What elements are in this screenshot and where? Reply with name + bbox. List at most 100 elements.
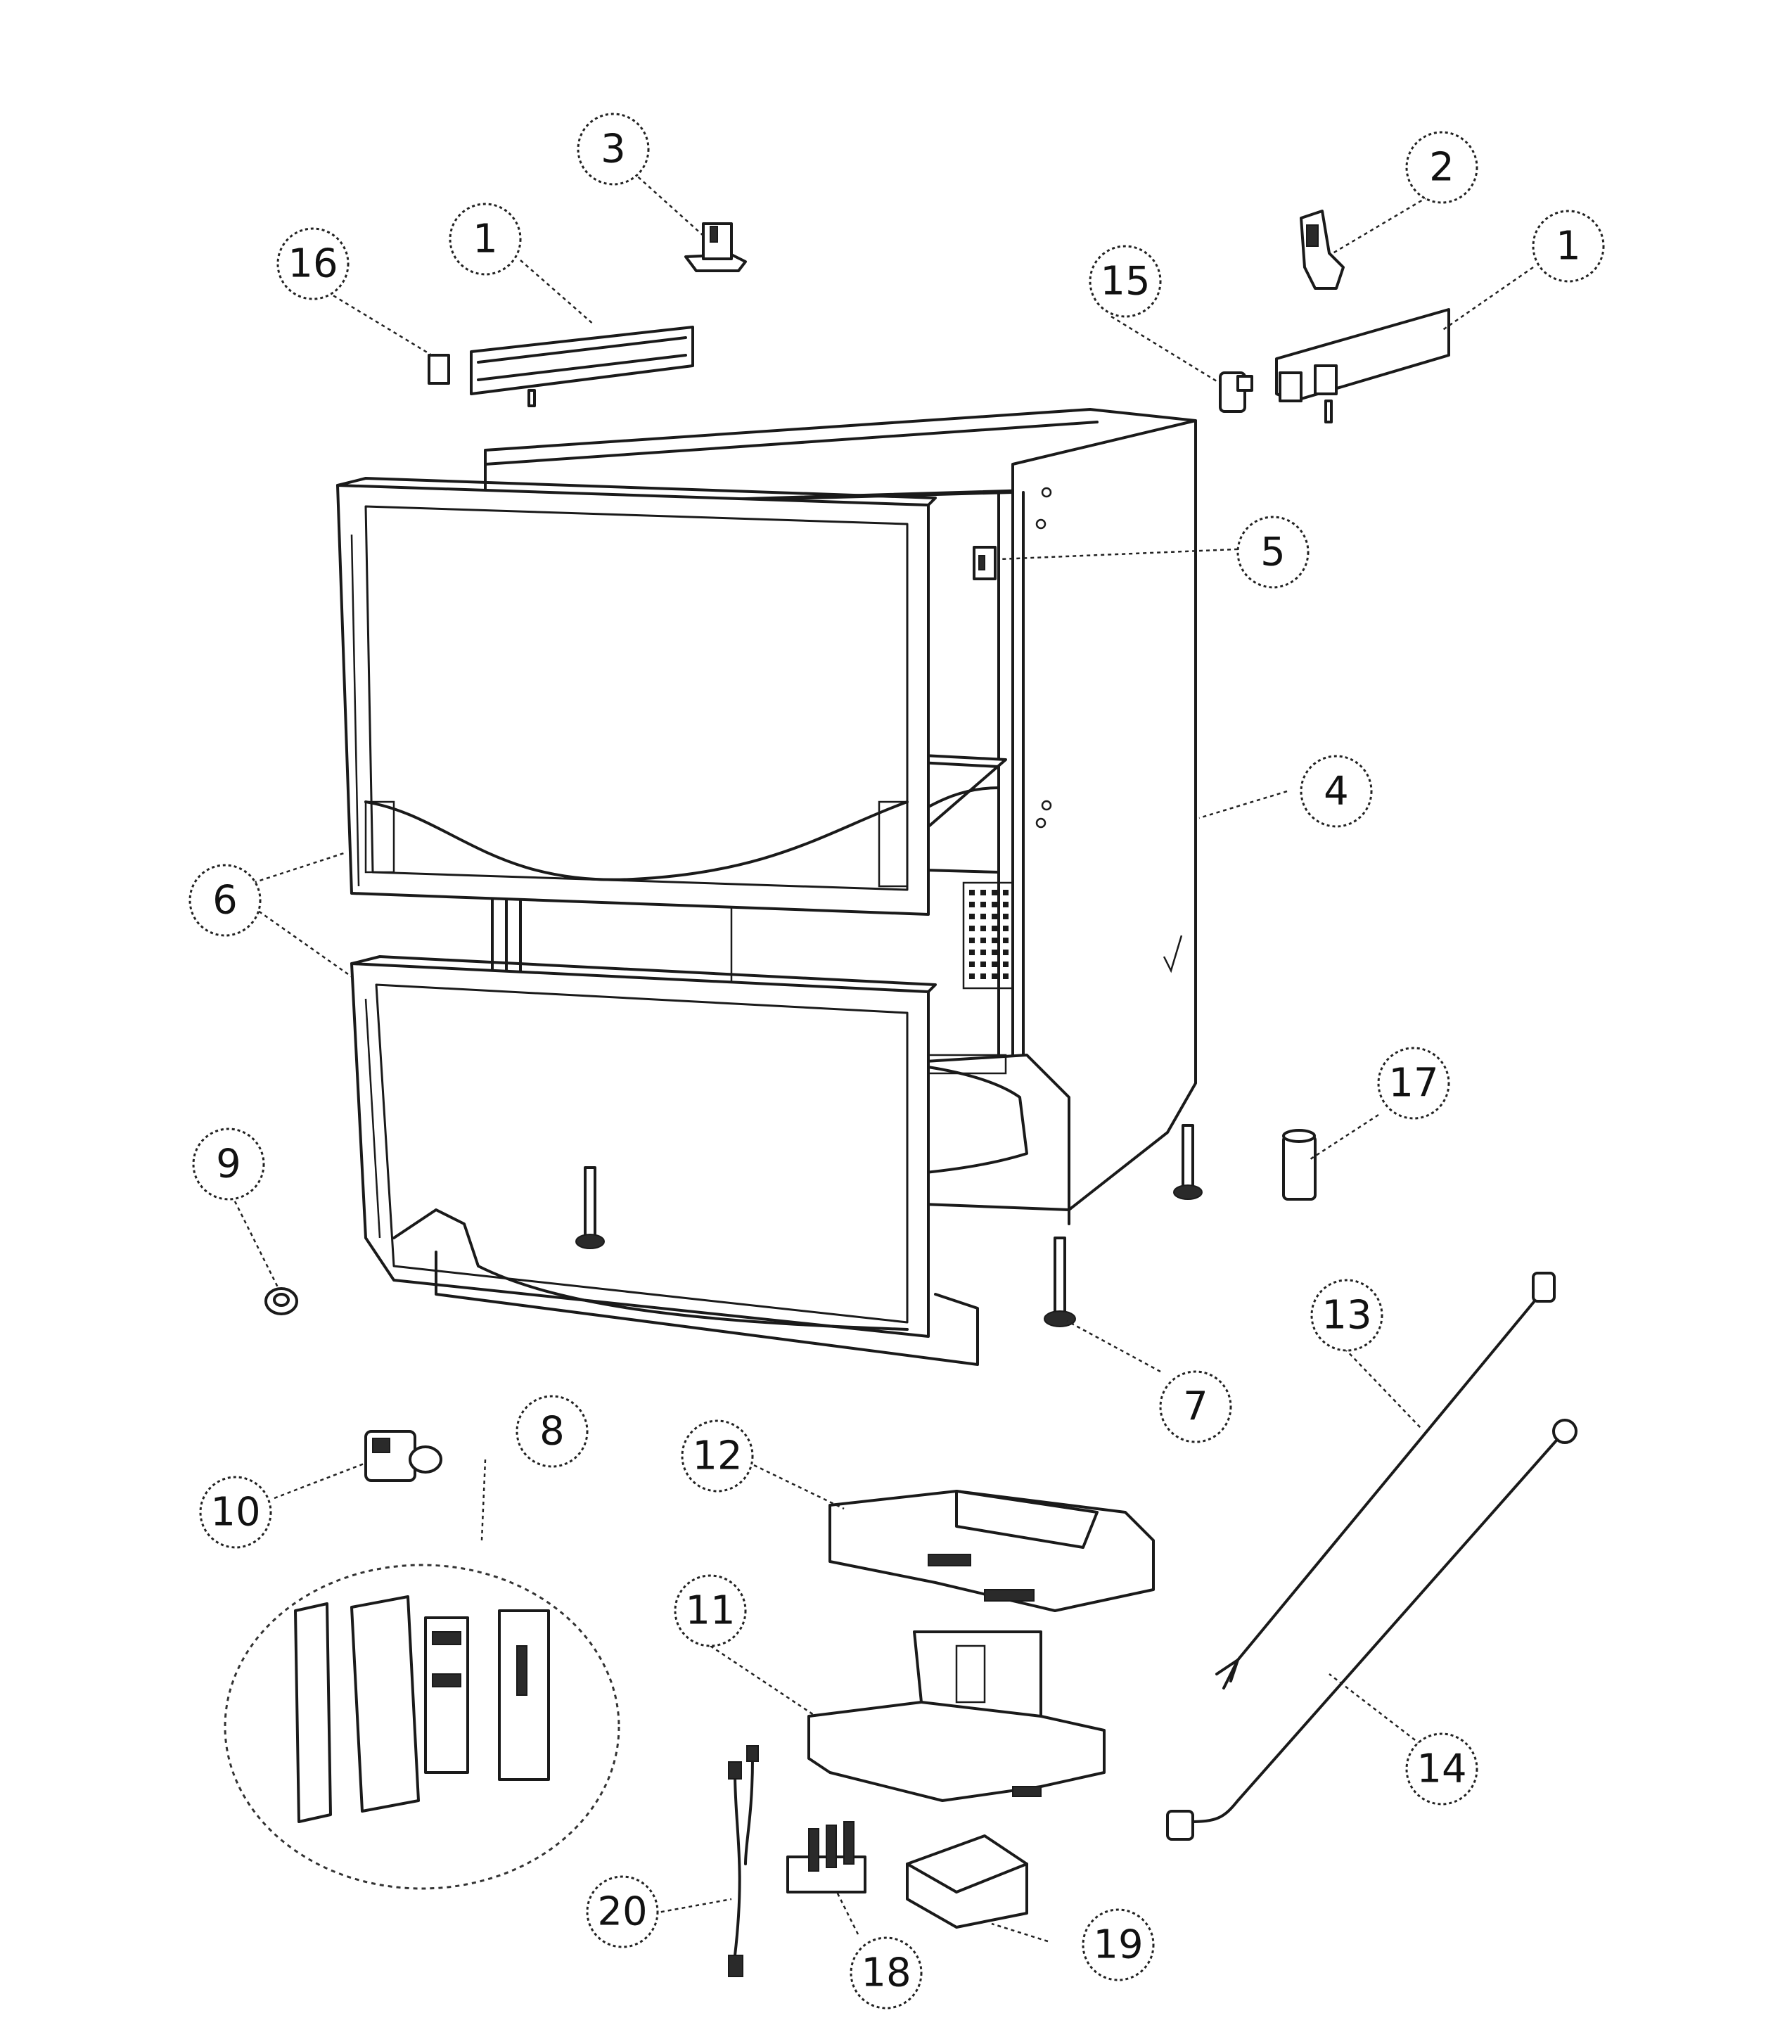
- clip-part-5: [973, 546, 997, 580]
- vent-hole: [992, 938, 997, 943]
- callout-18: 18: [850, 1936, 923, 2010]
- callout-5: 5: [1236, 516, 1310, 589]
- callout-17: 17: [1377, 1047, 1450, 1120]
- leader-lines: [227, 172, 1534, 1943]
- svg-text:4: 4: [1324, 769, 1349, 815]
- vent-holes: [969, 890, 1009, 979]
- svg-text:19: 19: [1093, 1922, 1143, 1968]
- vent-hole: [980, 902, 986, 907]
- callout-4: 4: [1300, 755, 1373, 828]
- svg-text:16: 16: [288, 241, 338, 287]
- callout-7: 7: [1159, 1370, 1232, 1443]
- vent-hole: [980, 950, 986, 955]
- vent-hole: [992, 890, 997, 895]
- hinge-rail-left: [428, 326, 694, 407]
- vent-hole: [1003, 973, 1009, 979]
- callout-14: 14: [1405, 1732, 1478, 1806]
- vent-hole: [980, 914, 986, 919]
- svg-text:14: 14: [1416, 1746, 1466, 1792]
- vent-hole: [980, 890, 986, 895]
- vent-hole: [1003, 914, 1009, 919]
- control-board-assembly: [224, 1564, 620, 1890]
- svg-text:5: 5: [1260, 530, 1286, 575]
- vent-hole: [1003, 890, 1009, 895]
- lower-door-frame: [350, 955, 979, 1366]
- svg-text:2: 2: [1429, 145, 1454, 191]
- leg-rear-right: [1173, 1124, 1203, 1200]
- svg-text:11: 11: [685, 1588, 735, 1634]
- vent-hole: [992, 962, 997, 967]
- callout-3: 3: [577, 113, 650, 186]
- cable-part-20: [728, 1745, 759, 1977]
- svg-text:20: 20: [597, 1889, 647, 1935]
- terminal-block-part-18: [786, 1821, 866, 1893]
- svg-text:6: 6: [212, 878, 238, 924]
- callout-1-right: 1: [1532, 210, 1605, 283]
- vent-hole: [969, 973, 975, 979]
- cylinder-part-17: [1282, 1129, 1317, 1201]
- callout-15: 15: [1089, 245, 1162, 318]
- svg-text:3: 3: [601, 127, 626, 172]
- base-part-11: [807, 1630, 1106, 1802]
- leg-front-right: [1044, 1237, 1076, 1327]
- vent-hole: [1003, 938, 1009, 943]
- callout-13: 13: [1310, 1279, 1383, 1352]
- vent-hole: [980, 962, 986, 967]
- bushing-part-9: [264, 1287, 298, 1315]
- svg-text:1: 1: [1556, 224, 1581, 269]
- vent-hole: [1003, 962, 1009, 967]
- callout-10: 10: [199, 1476, 272, 1549]
- svg-text:17: 17: [1388, 1061, 1438, 1106]
- callout-16: 16: [276, 227, 350, 300]
- vent-hole: [969, 938, 975, 943]
- leveling-legs: [575, 1124, 1203, 1327]
- vent-grille: [962, 881, 1014, 990]
- svg-text:15: 15: [1100, 259, 1150, 305]
- hinge-bracket-right: [1275, 308, 1450, 423]
- callout-11: 11: [674, 1574, 747, 1647]
- vent-hole: [969, 950, 975, 955]
- svg-text:9: 9: [216, 1142, 241, 1187]
- vent-hole: [980, 973, 986, 979]
- cap-part-15: [1219, 371, 1253, 413]
- svg-text:12: 12: [692, 1433, 742, 1479]
- callout-20: 20: [586, 1875, 659, 1948]
- switch-part-2: [1300, 210, 1345, 290]
- svg-text:13: 13: [1321, 1293, 1371, 1339]
- vent-hole: [969, 890, 975, 895]
- vent-hole: [1003, 902, 1009, 907]
- svg-text:8: 8: [539, 1409, 565, 1455]
- valve-part-10: [364, 1430, 442, 1482]
- vent-hole: [969, 926, 975, 931]
- vent-hole: [980, 938, 986, 943]
- vent-hole: [992, 950, 997, 955]
- cover-part-12: [828, 1490, 1155, 1612]
- svg-text:10: 10: [210, 1490, 260, 1535]
- vent-hole: [980, 926, 986, 931]
- callout-12: 12: [681, 1419, 754, 1493]
- svg-text:18: 18: [861, 1950, 911, 1996]
- vent-hole: [992, 926, 997, 931]
- svg-text:1: 1: [473, 217, 498, 262]
- callout-2: 2: [1405, 131, 1478, 204]
- leg-front-left: [575, 1166, 605, 1249]
- vent-hole: [1003, 926, 1009, 931]
- vent-hole: [969, 962, 975, 967]
- latch-part-3: [684, 222, 747, 272]
- vent-hole: [1003, 950, 1009, 955]
- svg-text:7: 7: [1183, 1384, 1208, 1430]
- callout-19: 19: [1082, 1908, 1155, 1981]
- upper-door-frame: [336, 477, 937, 916]
- vent-hole: [969, 902, 975, 907]
- vent-hole: [992, 902, 997, 907]
- drain-hose-part-14: [1166, 1419, 1577, 1841]
- callout-6: 6: [188, 864, 262, 937]
- callout-8: 8: [516, 1395, 589, 1468]
- vent-hole: [992, 973, 997, 979]
- callout-9: 9: [192, 1128, 265, 1201]
- module-box-part-19: [906, 1834, 1028, 1929]
- vent-hole: [969, 914, 975, 919]
- vent-hole: [992, 914, 997, 919]
- callout-1-left: 1: [449, 203, 522, 276]
